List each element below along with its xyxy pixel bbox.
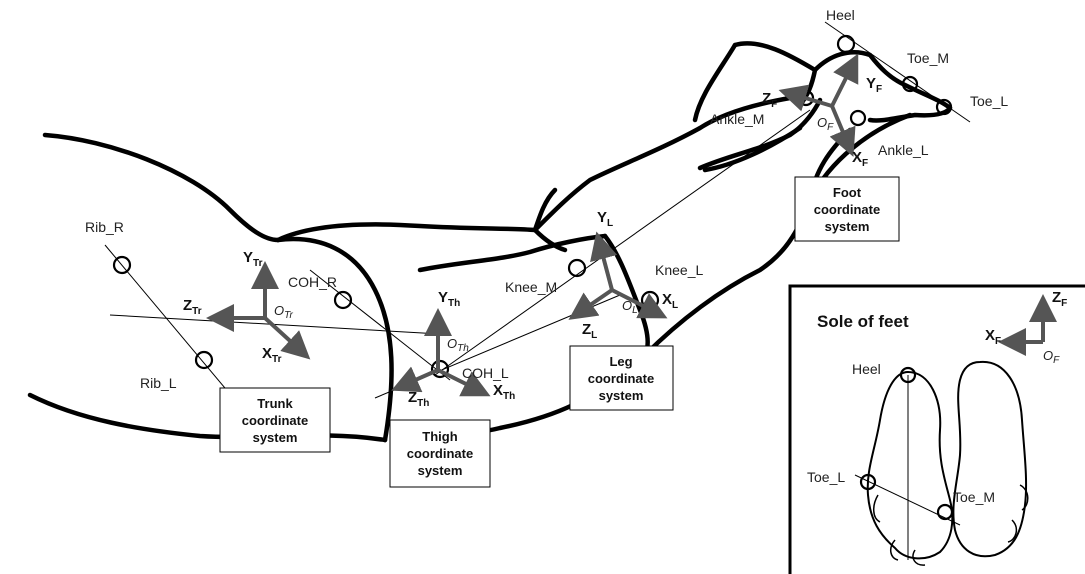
leg-z-label: ZL <box>582 321 597 341</box>
foot-x-axis-arrow <box>829 105 856 157</box>
inset-x-label: XF <box>985 327 1001 347</box>
toe-m-label: Toe_M <box>907 50 949 66</box>
inset-toe-l-marker <box>859 473 877 491</box>
heel-marker <box>836 34 856 54</box>
inset-toe-m-marker <box>936 503 954 521</box>
inset-heel-marker <box>899 366 917 384</box>
rib-l-label: Rib_L <box>140 375 177 391</box>
heel-label: Heel <box>826 7 855 23</box>
svg-text:coordinate: coordinate <box>588 371 654 386</box>
toe-m-marker <box>901 75 919 93</box>
svg-text:Thigh: Thigh <box>422 429 457 444</box>
body-outline <box>27 41 953 443</box>
svg-text:Trunk: Trunk <box>257 396 293 411</box>
inset-toe-l-label: Toe_L <box>807 469 845 485</box>
thigh-x-label: XTh <box>493 382 515 402</box>
coh-r-label: COH_R <box>288 274 337 290</box>
svg-text:system: system <box>825 219 870 234</box>
trunk-x-axis-arrow <box>263 316 311 360</box>
ankle-m-label: Ankle_M <box>710 111 764 127</box>
leg-origin-label: OL <box>622 298 638 316</box>
foot-z-axis-arrow <box>778 84 833 112</box>
left-sole-outline <box>866 370 954 560</box>
marker-labels: Heel Toe_M Toe_L Ankle_M Ankle_L Knee_M … <box>85 7 1008 391</box>
trunk-coordinate-box: Trunk coordinate system <box>219 387 331 453</box>
coh-l-label: COH_L <box>462 365 509 381</box>
svg-text:system: system <box>253 430 298 445</box>
sole-inset: Sole of feet ZF XF OF Heel Toe_L Toe_M <box>788 284 1085 574</box>
inset-toe-m-label: Toe_M <box>953 489 995 505</box>
trunk-y-label: YTr <box>243 249 263 269</box>
rib-r-label: Rib_R <box>85 219 124 235</box>
leg-x-label: XL <box>662 291 678 311</box>
leg-y-axis-arrow <box>590 231 618 291</box>
trunk-z-label: ZTr <box>183 297 202 317</box>
thigh-y-label: YTh <box>438 289 460 309</box>
marker-circles <box>112 34 953 379</box>
inset-z-label: ZF <box>1052 289 1067 309</box>
toe-l-label: Toe_L <box>970 93 1008 109</box>
ankle-l-label: Ankle_L <box>878 142 929 158</box>
rib-r-marker <box>112 255 132 275</box>
foot-coordinate-box: Foot coordinate system <box>794 176 900 242</box>
svg-text:system: system <box>599 388 644 403</box>
inset-title: Sole of feet <box>817 312 909 331</box>
leg-y-label: YL <box>597 209 613 229</box>
toe-l-marker <box>935 98 953 116</box>
inset-origin-label: OF <box>1043 348 1060 366</box>
knee-m-label: Knee_M <box>505 279 557 295</box>
thigh-z-axis-arrow <box>391 366 439 393</box>
right-sole-outline <box>952 360 1028 558</box>
svg-text:system: system <box>418 463 463 478</box>
foot-y-axis-arrow <box>830 53 859 107</box>
knee-l-label: Knee_L <box>655 262 703 278</box>
leg-x-axis-arrow <box>611 288 668 319</box>
thigh-coordinate-box: Thigh coordinate system <box>389 419 491 488</box>
thigh-z-label: ZTh <box>408 389 429 409</box>
trunk-origin-label: OTr <box>274 303 293 321</box>
leg-z-axis-arrow <box>568 288 614 320</box>
svg-text:coordinate: coordinate <box>407 446 473 461</box>
svg-text:coordinate: coordinate <box>814 202 880 217</box>
thigh-x-axis-arrow <box>437 368 491 397</box>
leg-coordinate-box: Leg coordinate system <box>569 345 674 411</box>
foot-x-label: XF <box>852 149 868 169</box>
coh-r-marker <box>333 290 353 310</box>
inset-heel-label: Heel <box>852 361 881 377</box>
rib-l-marker <box>194 350 214 370</box>
svg-text:Foot: Foot <box>833 185 862 200</box>
foot-y-label: YF <box>866 75 882 95</box>
svg-text:Leg: Leg <box>609 354 632 369</box>
foot-origin-label: OF <box>817 115 834 133</box>
svg-text:coordinate: coordinate <box>242 413 308 428</box>
trunk-x-label: XTr <box>262 345 282 365</box>
foot-z-label: ZF <box>762 90 777 110</box>
axis-arrows <box>206 53 859 397</box>
knee-m-marker <box>567 258 587 278</box>
thigh-origin-label: OTh <box>447 336 469 354</box>
axis-labels: YTr ZTr XTr OTr YTh ZTh XTh OTh YL ZL XL… <box>183 75 882 409</box>
ankle-l-marker <box>849 109 867 127</box>
